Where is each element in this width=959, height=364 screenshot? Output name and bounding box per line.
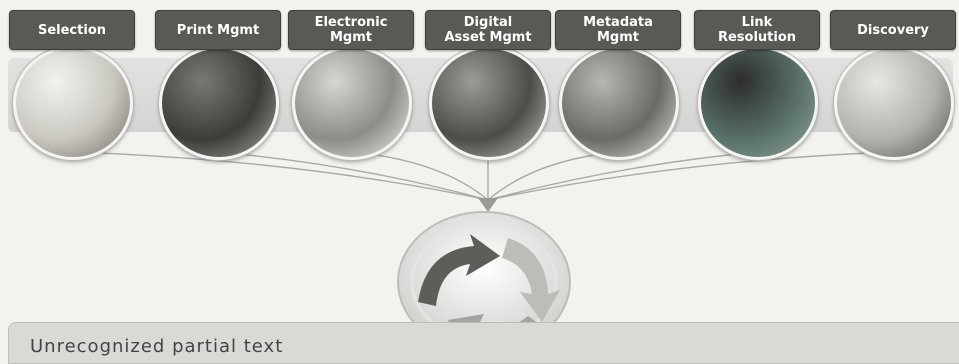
connector-selection <box>71 151 489 201</box>
connector-link <box>487 151 758 201</box>
module-card: Digital Asset Mgmt <box>425 0 551 160</box>
connector-discovery <box>487 151 894 201</box>
module-label: Metadata Mgmt <box>555 10 681 50</box>
module-photo-person-writing-document <box>13 46 133 160</box>
module-card: Link Resolution <box>694 0 820 160</box>
module-photo-network-nodes <box>698 46 818 160</box>
module-photo-digital-texture <box>429 46 549 160</box>
module-card: Print Mgmt <box>155 0 281 160</box>
bottom-text: Unrecognized partial text <box>30 336 284 357</box>
module-photo-library-bookshelves <box>159 46 279 160</box>
module-label: Electronic Mgmt <box>288 10 414 50</box>
module-photo-card-catalog-drawer <box>559 46 679 160</box>
module-label: Selection <box>9 10 135 50</box>
down-arrowhead-icon <box>478 198 498 212</box>
module-card: Electronic Mgmt <box>288 0 414 160</box>
module-card: Discovery <box>830 0 956 160</box>
connector-print <box>217 151 489 201</box>
module-label: Print Mgmt <box>155 10 281 50</box>
module-label: Digital Asset Mgmt <box>425 10 551 50</box>
module-label: Link Resolution <box>694 10 820 50</box>
module-card: Metadata Mgmt <box>555 0 681 160</box>
module-photo-person-with-laptop <box>834 46 954 160</box>
module-card: Selection <box>9 0 135 160</box>
module-label: Discovery <box>830 10 956 50</box>
module-photo-hand-on-computer-mouse <box>292 46 412 160</box>
